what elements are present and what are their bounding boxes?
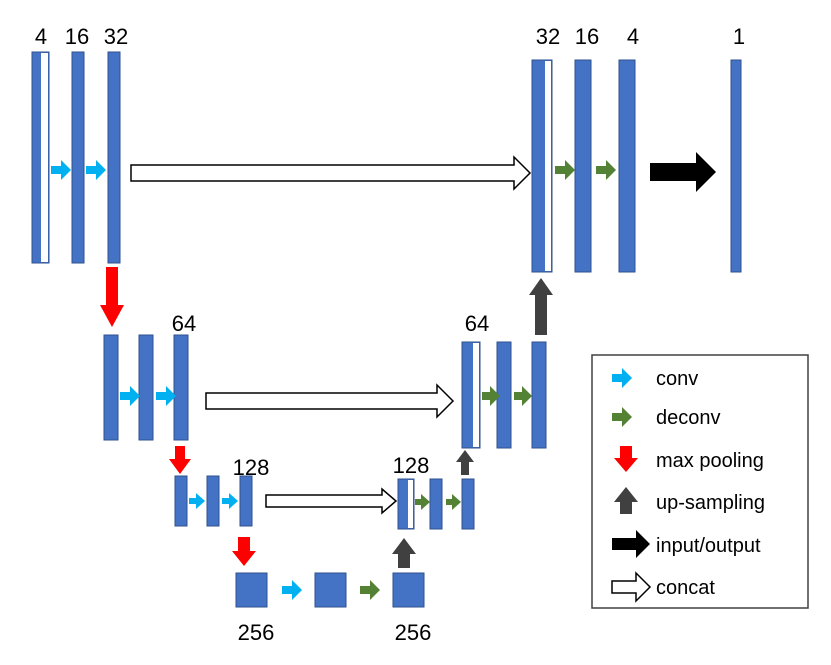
concat-arrow-icon bbox=[611, 571, 652, 603]
dec1-block-4 bbox=[618, 59, 636, 273]
enc3-block-b bbox=[206, 475, 220, 527]
dec2-block-c bbox=[531, 341, 547, 449]
up-sampling-arrow-icon bbox=[392, 538, 416, 568]
concat-arrow-icon bbox=[130, 155, 532, 191]
max-pooling-arrow-icon bbox=[232, 537, 256, 566]
enc2-block-a bbox=[103, 334, 119, 441]
up-sampling-arrow-icon bbox=[456, 450, 474, 475]
dec1-block-concat bbox=[531, 59, 553, 273]
deconv-arrow-icon bbox=[446, 494, 461, 510]
dec2-block-concat bbox=[461, 341, 481, 449]
dec3-block-concat bbox=[397, 478, 415, 530]
legend-label-deconv: deconv bbox=[656, 407, 721, 429]
input-output-arrow-icon bbox=[650, 152, 716, 192]
deconv-arrow-icon bbox=[415, 494, 430, 510]
conv-arrow-icon bbox=[222, 493, 238, 509]
deconv-arrow-icon bbox=[596, 160, 616, 180]
legend-label-max-pooling: max pooling bbox=[656, 450, 764, 472]
legend: conv deconv max pooling up-sampling inpu… bbox=[591, 354, 809, 609]
enc1-block-16 bbox=[71, 51, 85, 264]
enc2-block-b bbox=[138, 334, 154, 441]
enc3-block-128 bbox=[239, 475, 253, 527]
enc1-label-4: 4 bbox=[35, 24, 47, 49]
dec1-block-16 bbox=[574, 59, 592, 273]
bottleneck-block-c bbox=[392, 572, 425, 608]
output-block-1 bbox=[730, 59, 742, 273]
enc1-label-32: 32 bbox=[104, 24, 128, 49]
up-sampling-arrow-icon bbox=[614, 487, 638, 514]
enc2-block-64 bbox=[173, 334, 189, 441]
deconv-arrow-icon bbox=[360, 580, 380, 600]
deconv-arrow-icon bbox=[612, 407, 632, 427]
enc2-label-64: 64 bbox=[172, 311, 196, 336]
up-sampling-arrow-icon bbox=[529, 278, 553, 335]
conv-arrow-icon bbox=[86, 160, 106, 180]
max-pooling-arrow-icon bbox=[614, 446, 638, 472]
deconv-arrow-icon bbox=[514, 386, 532, 406]
legend-label-conv: conv bbox=[656, 368, 698, 390]
legend-label-concat: concat bbox=[656, 577, 715, 599]
conv-arrow-icon bbox=[612, 368, 632, 388]
dec1-label-4: 4 bbox=[627, 24, 639, 49]
max-pooling-arrow-icon bbox=[169, 446, 191, 474]
deconv-arrow-icon bbox=[555, 160, 575, 180]
conv-arrow-icon bbox=[120, 386, 140, 406]
enc1-block-32 bbox=[107, 51, 121, 264]
bottleneck-block-a bbox=[235, 572, 268, 608]
bottleneck-label-256-left: 256 bbox=[238, 620, 275, 645]
conv-arrow-icon bbox=[51, 160, 71, 180]
dec2-block-b bbox=[496, 341, 512, 449]
max-pooling-arrow-icon bbox=[100, 267, 124, 327]
enc1-label-16: 16 bbox=[65, 24, 89, 49]
dec3-block-c bbox=[461, 478, 475, 530]
enc3-block-a bbox=[174, 475, 188, 527]
legend-box bbox=[591, 354, 809, 609]
input-output-arrow-icon bbox=[612, 530, 650, 558]
dec1-label-16: 16 bbox=[575, 24, 599, 49]
conv-arrow-icon bbox=[156, 386, 176, 406]
concat-arrow-icon bbox=[265, 487, 398, 515]
dec3-block-b bbox=[429, 478, 443, 530]
conv-arrow-icon bbox=[282, 580, 302, 600]
legend-label-up-sampling: up-sampling bbox=[656, 492, 765, 514]
deconv-arrow-icon bbox=[482, 386, 500, 406]
dec3-label-128: 128 bbox=[393, 453, 430, 478]
conv-arrow-icon bbox=[189, 493, 205, 509]
dec1-label-32: 32 bbox=[536, 24, 560, 49]
legend-label-input-output: input/output bbox=[656, 535, 761, 557]
bottleneck-block-b bbox=[314, 572, 347, 608]
concat-arrow-icon bbox=[205, 383, 455, 419]
bottleneck-label-256-right: 256 bbox=[395, 620, 432, 645]
dec2-label-64: 64 bbox=[465, 311, 489, 336]
enc1-block-input bbox=[31, 51, 50, 264]
output-label-1: 1 bbox=[733, 24, 745, 49]
